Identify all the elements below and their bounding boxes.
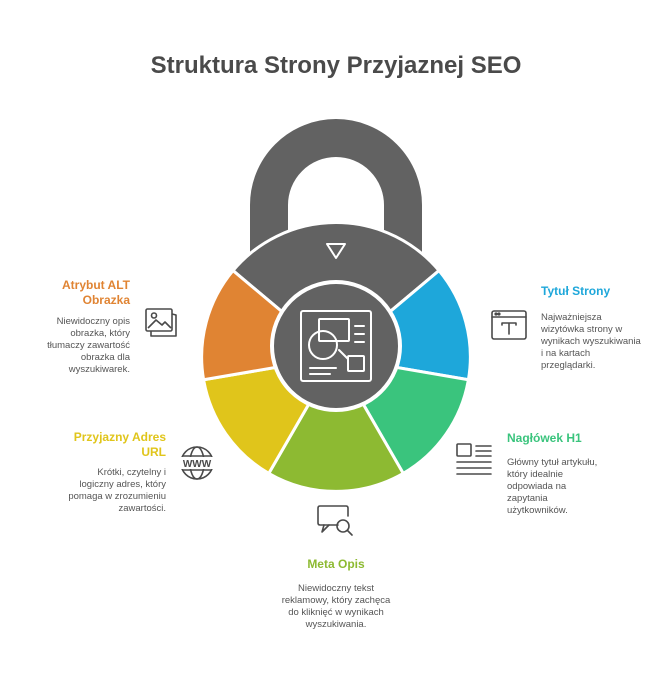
- lock-shackle: [250, 119, 422, 262]
- image-icon: [142, 306, 182, 345]
- label-tytul-strony: Tytuł Strony: [541, 284, 611, 298]
- desc-atrybut-alt: Niewidoczny opis obrazka, który tłumaczy…: [47, 316, 130, 375]
- search-message-icon: [316, 504, 356, 547]
- heading-document-icon: [454, 441, 494, 484]
- page-title: Struktura Strony Przyjaznej SEO: [150, 52, 522, 79]
- desc-tytul-strony: Najważniejsza wizytówka strony w wynikac…: [541, 312, 641, 371]
- label-przyjazny-adres-url: Przyjazny Adres URL: [73, 430, 166, 459]
- desc-meta-opis: Niewidoczny tekst reklamowy, który zachę…: [281, 583, 391, 630]
- segment-meta-opis: [266, 354, 406, 493]
- desc-przyjazny-adres-url: Krótki, czytelny i logiczny adres, który…: [68, 467, 166, 514]
- desc-naglowek-h1: Główny tytuł artykułu, który idealnie od…: [507, 457, 598, 516]
- browser-title-icon: [490, 308, 528, 347]
- label-atrybut-alt: Atrybut ALT Obrazka: [62, 278, 130, 307]
- web-page-structure-icon: [300, 310, 372, 382]
- label-naglowek-h1: Nagłówek H1: [507, 431, 582, 445]
- svg-text:WWW: WWW: [183, 459, 212, 470]
- keyhole-triangle-icon: [326, 243, 346, 259]
- www-globe-icon: WWW: [177, 443, 217, 488]
- label-meta-opis: Meta Opis: [307, 557, 365, 571]
